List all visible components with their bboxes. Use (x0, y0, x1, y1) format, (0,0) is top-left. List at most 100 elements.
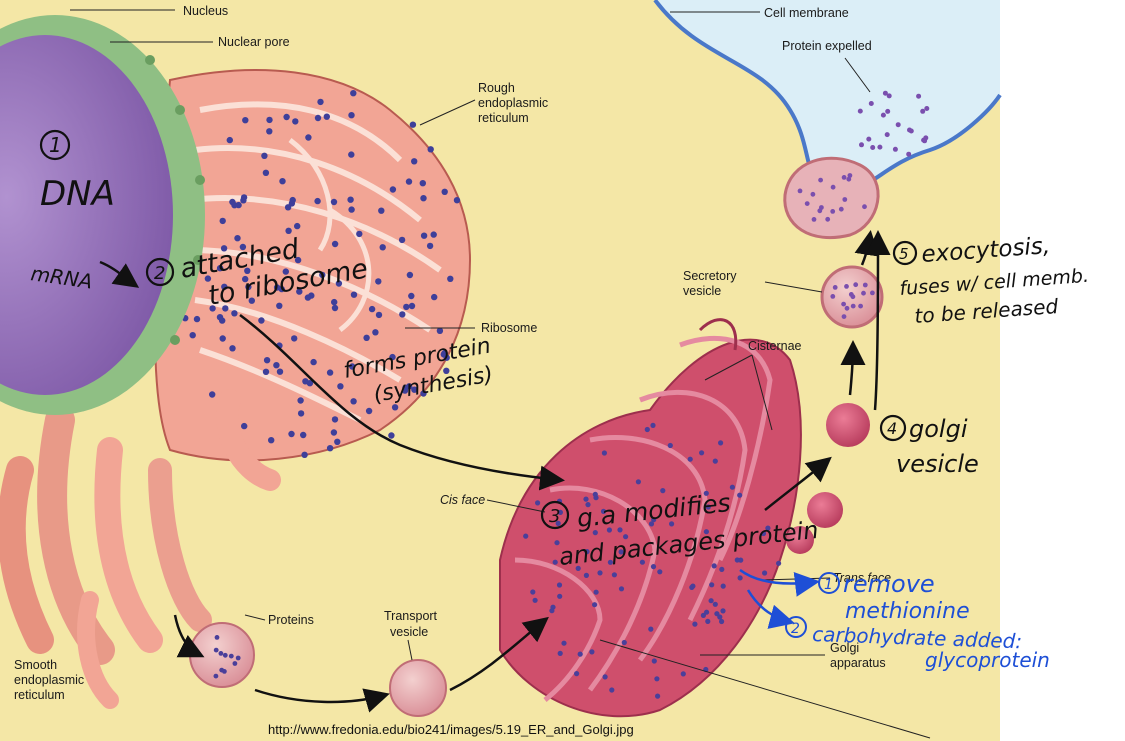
step3-circle (540, 500, 570, 530)
golgi-protein-dot (618, 549, 624, 555)
ribosome-dot (431, 293, 438, 301)
ribosome-dot (350, 90, 357, 97)
golgi-protein-dot (703, 490, 709, 496)
golgi-protein-dot (717, 614, 723, 620)
golgi-protein-dot (711, 563, 717, 569)
vesicle-protein-dot (228, 653, 234, 659)
golgi-protein-dot (600, 508, 607, 514)
ribosome-dot (350, 398, 357, 405)
vesicle-protein-dot (235, 655, 241, 661)
golgi-protein-dot (607, 559, 614, 565)
vesicle-protein-dot (832, 285, 838, 290)
ribosome-dot (411, 158, 418, 165)
step1-number: 1 (49, 133, 62, 157)
vesicle-protein-dot (841, 175, 847, 180)
vesicle-protein-dot (818, 177, 823, 183)
golgi-protein-dot (712, 458, 718, 464)
golgi-protein-dot (655, 693, 661, 699)
vesicle-protein-dot (850, 294, 856, 300)
ribosome-dot (403, 303, 410, 311)
golgi-protein-dot (690, 583, 696, 589)
vesicle-protein-dot (862, 282, 868, 288)
ribosome-dot (372, 329, 379, 336)
blue2-circle (785, 616, 807, 638)
golgi-protein-dot (720, 608, 726, 614)
ribosome-dot (331, 240, 339, 248)
vesicle-protein-dot (830, 294, 836, 299)
ribosome-dot (365, 407, 373, 415)
ribosome-dot (234, 235, 241, 242)
golgi-protein-dot (765, 525, 771, 531)
nuclear-pore-3 (195, 175, 205, 185)
ribosome-dot (447, 275, 454, 282)
golgi-protein-dot (709, 582, 715, 588)
golgi-protein-dot (657, 569, 663, 575)
expelled-protein-dot (870, 145, 876, 150)
expelled-protein-dot (924, 106, 930, 111)
expelled-protein-dot (922, 138, 928, 144)
ribosome-dot (427, 146, 434, 153)
step5-circle (892, 240, 918, 266)
ribosome-dot (399, 311, 406, 318)
nuclear-pore-1 (145, 55, 155, 65)
label-protein-expelled: Protein expelled (782, 39, 872, 53)
golgi-protein-dot (583, 572, 590, 579)
golgi-protein-dot (708, 598, 714, 604)
label-trans-face: Trans face (833, 571, 891, 585)
step3-number: 3 (549, 506, 560, 527)
ribosome-dot (248, 297, 255, 304)
ribosome-dot (219, 217, 226, 225)
golgi-protein-dot (535, 500, 541, 506)
handwritten-blue-arrows (739, 568, 820, 629)
golgi-protein-dot (593, 589, 599, 595)
ribosome-dot (347, 196, 354, 203)
ribosome-dot (294, 222, 301, 230)
ribosome-dot (288, 430, 295, 438)
golgi-protein-dot (648, 626, 654, 632)
ribosome-dot (300, 431, 307, 439)
ribosome-dot (219, 335, 226, 342)
golgi-protein-dot (549, 608, 555, 614)
golgi-protein-dot (651, 517, 657, 523)
golgi-protein-dot (760, 530, 767, 537)
golgi-protein-dot (585, 502, 591, 508)
ribosome-dot (193, 315, 201, 323)
golgi-apparatus (499, 318, 802, 718)
ribosome-dot (297, 410, 305, 417)
golgi-protein-dot (705, 504, 711, 510)
golgi-protein-dot (592, 602, 598, 608)
vesicle-protein-dot (853, 282, 859, 288)
golgi-protein-dot (734, 557, 740, 563)
ribosome-dot (378, 207, 385, 214)
ribosome-dot (436, 327, 444, 334)
vesicle-protein-dot (850, 303, 856, 309)
golgi-protein-dot (530, 589, 536, 595)
vesicle-protein-dot (817, 208, 823, 214)
ribosome-dot (441, 349, 448, 357)
ribosome-dot (330, 198, 338, 206)
label-golgi-apparatus-2: apparatus (830, 656, 886, 670)
ribosome-dot (363, 334, 370, 341)
golgi-vesicle (826, 403, 870, 447)
smooth-er (0, 405, 212, 709)
expelled-protein-dot (907, 127, 912, 133)
vesicle-protein-dot (213, 673, 219, 679)
ribosome-dot (323, 113, 330, 120)
ribosome-dot (330, 429, 338, 436)
ribosome-dot (419, 180, 426, 187)
vesicle-protein-dot (218, 651, 224, 656)
vesicle-proteins (213, 173, 875, 679)
golgi-protein-dot (644, 426, 650, 433)
ribosome-dot (379, 244, 386, 251)
vesicle-protein-dot (232, 661, 238, 666)
ribosome-dot (443, 367, 450, 374)
label-nuclear-pore: Nuclear pore (218, 35, 290, 49)
ribosome-dot (289, 196, 296, 204)
step4-line1: golgi (909, 415, 968, 443)
golgi-protein-dot (597, 570, 603, 576)
label-secretory-vesicle-1: Secretory (683, 269, 737, 283)
vesicle-protein-dot (870, 290, 875, 296)
ribosome-dot (219, 317, 226, 324)
ribosome-dot (292, 118, 299, 125)
ribosome-dot (389, 186, 397, 193)
